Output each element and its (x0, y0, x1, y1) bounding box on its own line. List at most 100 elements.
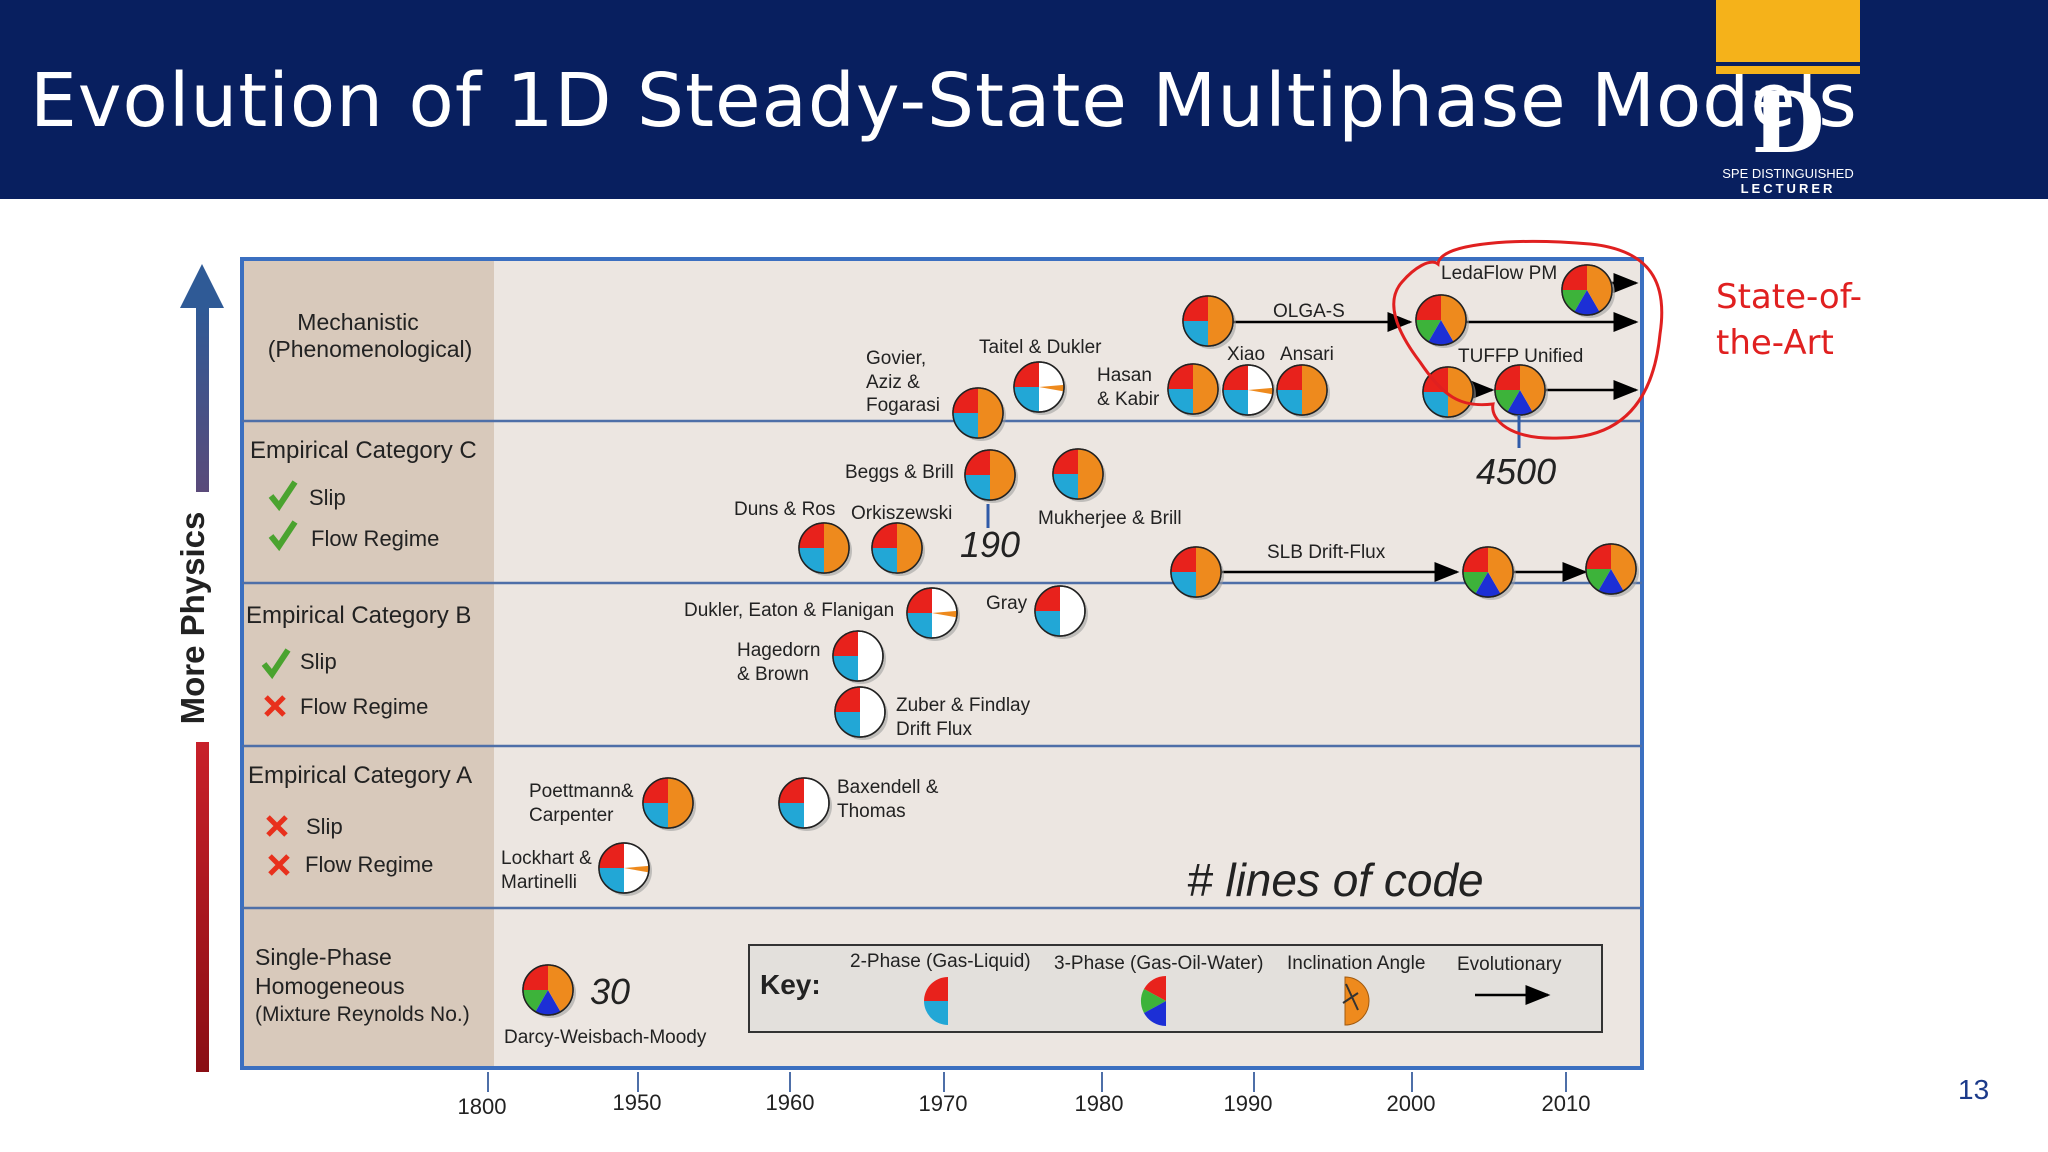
spe-logo: D SPE DISTINGUISHED LECTURER (1716, 0, 1860, 199)
category-column (242, 259, 494, 1068)
hagedorn-label: Hagedorn (737, 640, 820, 661)
slb-marker-3-slice-0 (1586, 544, 1611, 569)
hasan-kabir-marker-slice-1 (1168, 389, 1193, 414)
martinelli-label: Martinelli (501, 872, 577, 893)
category-a-slip: Slip (306, 814, 343, 839)
year-1960: 1960 (766, 1090, 815, 1115)
single-phase-label: Single-Phase (255, 944, 392, 970)
slb-marker-1-slice-1 (1171, 572, 1196, 597)
duns-ros-label: Duns & Ros (734, 499, 835, 520)
category-b-flow-regime: Flow Regime (300, 694, 428, 719)
key-inclination-label: Inclination Angle (1287, 953, 1425, 974)
ledaflow-pm-marker-slice-3 (1587, 265, 1612, 312)
key-gas-slice-3p (1144, 975, 1166, 1001)
hagedorn-brown-label: & Brown (737, 664, 809, 685)
zuber-findlay-marker-slice-0 (835, 687, 860, 712)
mukherjee-brill-marker-outline (1052, 448, 1104, 500)
baxendell-marker-slice-1 (779, 803, 804, 828)
tuffp-marker-1-slice-0 (1423, 367, 1448, 392)
year-2010: 2010 (1542, 1091, 1591, 1116)
state-of-art-line1: State-of- (1716, 277, 1863, 317)
ansari-marker-outline (1276, 364, 1328, 416)
zuber-findlay-label: Zuber & Findlay (896, 695, 1031, 716)
lockhart-marker-outline (598, 842, 650, 894)
taitel-dukler-label: Taitel & Dukler (979, 337, 1102, 358)
key-three-phase-label: 3-Phase (Gas-Oil-Water) (1054, 953, 1263, 974)
ledaflow-label: LedaFlow PM (1441, 263, 1557, 284)
category-c-flow-regime: Flow Regime (311, 526, 439, 551)
year-1800: 1800 (458, 1094, 507, 1119)
category-c-slip: Slip (309, 485, 346, 510)
key-water-slice-3p (1144, 1001, 1166, 1027)
mechanistic-label: Mechanistic (297, 309, 418, 335)
taitel-dukler-marker-outline (1013, 361, 1065, 413)
code-lines-4500: 4500 (1476, 451, 1556, 492)
baxendell-label: Baxendell & (837, 777, 939, 798)
state-of-art-highlight (1392, 239, 1664, 440)
header-bar (0, 0, 2048, 199)
taitel-dukler-marker-slice-2 (1039, 384, 1064, 392)
diagram-frame (240, 257, 1644, 1070)
mukherjee-brill-marker-slice-1 (1053, 474, 1078, 499)
model-labels: LedaFlow PM OLGA-S Xiao Ansari TUFFP Uni… (501, 263, 1583, 1048)
orkiszewski-marker-slice-2 (897, 523, 922, 573)
dukler-eaton-marker-slice-1 (907, 613, 932, 638)
beggs-brill-marker-slice-1 (965, 475, 990, 500)
beggs-brill-marker-slice-0 (965, 450, 990, 475)
zuber-findlay-marker-outline (834, 686, 886, 738)
category-c-title: Empirical Category C (250, 437, 477, 464)
baxendell-marker-slice-0 (779, 778, 804, 803)
key-liquid-slice (924, 1001, 948, 1025)
slb-marker-2-outline (1462, 546, 1514, 598)
slb-marker-1-slice-0 (1171, 547, 1196, 572)
mukherjee-brill-marker-slice-2 (1078, 449, 1103, 499)
model-markers (522, 264, 1639, 1018)
tuffp-marker-1-outline (1422, 366, 1474, 418)
hasan-kabir-marker-slice-0 (1168, 364, 1193, 389)
slb-marker-2-slice-3 (1488, 547, 1513, 594)
year-1990: 1990 (1224, 1091, 1273, 1116)
duns-ros-marker-slice-2 (824, 523, 849, 573)
poettmann-marker-slice-1 (643, 803, 668, 828)
hagedorn-brown-marker-slice-1 (833, 656, 858, 681)
poettmann-marker-slice-2 (668, 778, 693, 828)
tuffp-label: TUFFP Unified (1458, 346, 1583, 367)
tuffp-marker-1-slice-2 (1448, 367, 1473, 417)
drift-flux-label: Drift Flux (896, 719, 973, 740)
hasan-kabir-marker-outline (1167, 363, 1219, 415)
mixture-reynolds-label: (Mixture Reynolds No.) (255, 1003, 470, 1026)
cross-icon (266, 815, 288, 837)
lockhart-label: Lockhart & (501, 848, 592, 869)
slb-marker-3-outline (1585, 543, 1637, 595)
category-a-title: Empirical Category A (248, 762, 472, 789)
ledaflow-pm-marker-slice-2 (1574, 290, 1600, 315)
lines-of-code-label: # lines of code (1187, 854, 1484, 906)
poettmann-marker-outline (642, 777, 694, 829)
dukler-eaton-marker-slice-2 (932, 610, 957, 618)
physics-arrow-shaft-bottom (196, 742, 209, 1072)
ledaflow-marker-1-outline (1415, 294, 1467, 346)
gray-marker-slice-0 (1035, 586, 1060, 611)
mukherjee-brill-label: Mukherjee & Brill (1038, 508, 1182, 529)
aziz-label: Aziz & (866, 372, 920, 393)
darcy-marker-slice-3 (548, 965, 574, 1012)
olga-marker-slice-1 (1183, 321, 1208, 346)
slb-marker-1-slice-2 (1196, 547, 1221, 597)
tuffp-marker-1-slice-1 (1423, 392, 1448, 417)
key-gas-slice (924, 977, 948, 1001)
zuber-findlay-marker-slice-1 (835, 712, 860, 737)
key-background (748, 944, 1603, 1033)
logo-text-line2: LECTURER (1740, 181, 1836, 196)
ansari-marker-slice-0 (1277, 365, 1302, 390)
page-number: 13 (1958, 1074, 1990, 1105)
ledaflow-marker-1-slice-3 (1441, 295, 1466, 342)
taitel-dukler-marker-slice-0 (1014, 362, 1039, 387)
orkiszewski-marker-outline (871, 522, 923, 574)
check-icon (268, 480, 298, 512)
xiao-label: Xiao (1227, 344, 1265, 365)
logo-gold-line (1716, 66, 1860, 74)
state-of-art-line2: the-Art (1716, 323, 1834, 363)
slide-title: Evolution of 1D Steady-State Multiphase … (30, 58, 1858, 144)
hagedorn-brown-marker-slice-0 (833, 631, 858, 656)
